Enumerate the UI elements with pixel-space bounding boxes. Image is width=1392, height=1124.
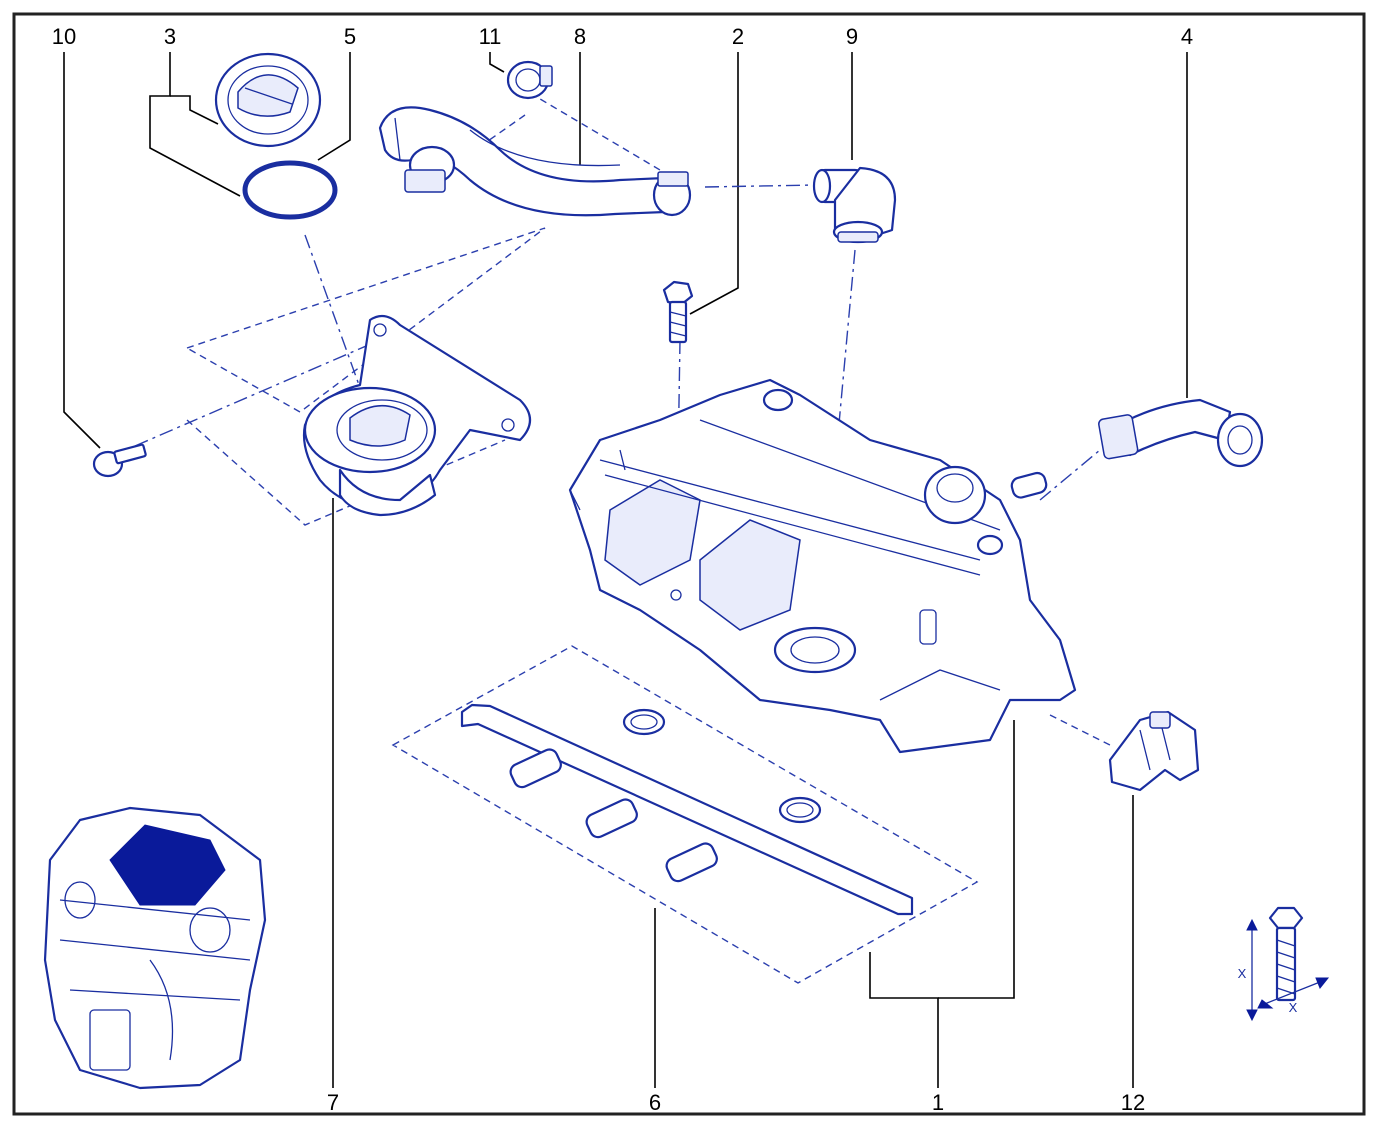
callout-3: 3 (164, 24, 176, 49)
clamp-part-11 (506, 60, 553, 100)
bracket-part-12 (1108, 710, 1200, 792)
leader-3b (170, 95, 219, 125)
engine-locator-thumbnail (43, 806, 267, 1090)
diagram-frame (12, 12, 1366, 1116)
callout-8: 8 (574, 24, 586, 49)
callout-5: 5 (344, 24, 356, 49)
bolt-part-2 (662, 280, 694, 344)
manifold-cover-part-1 (568, 378, 1077, 754)
x-label-vertical: X (1238, 966, 1247, 981)
leader-11 (489, 52, 505, 73)
x-label-diagonal: X (1289, 1000, 1298, 1015)
highlighted-cover-area (109, 824, 226, 906)
o-ring-part-5 (242, 160, 338, 220)
leader-1 (869, 952, 939, 1088)
oil-filler-housing-part-7 (302, 314, 532, 517)
leader-lines (63, 52, 1188, 1088)
callout-7: 7 (327, 1090, 339, 1115)
gasket-kit-part-6 (460, 703, 914, 916)
callout-1: 1 (932, 1090, 944, 1115)
leader-10 (63, 52, 101, 449)
cap-part-3 (214, 52, 322, 148)
elbow-fitting-part-9 (812, 166, 897, 244)
callout-2: 2 (732, 24, 744, 49)
callout-11: 11 (479, 24, 502, 49)
callout-12: 12 (1121, 1090, 1145, 1115)
leader-1b (938, 720, 1015, 999)
bolt-part-10 (92, 443, 147, 478)
hose-part-8 (378, 106, 692, 217)
callout-4: 4 (1181, 24, 1193, 49)
leader-3 (149, 52, 241, 197)
hose-part-4 (1098, 398, 1264, 468)
leader-2 (689, 52, 739, 315)
callout-10: 10 (52, 24, 76, 49)
callout-6: 6 (649, 1090, 661, 1115)
leader-5 (317, 52, 351, 161)
callout-9: 9 (846, 24, 858, 49)
bolt-measurement-symbol: X X (1238, 906, 1330, 1022)
